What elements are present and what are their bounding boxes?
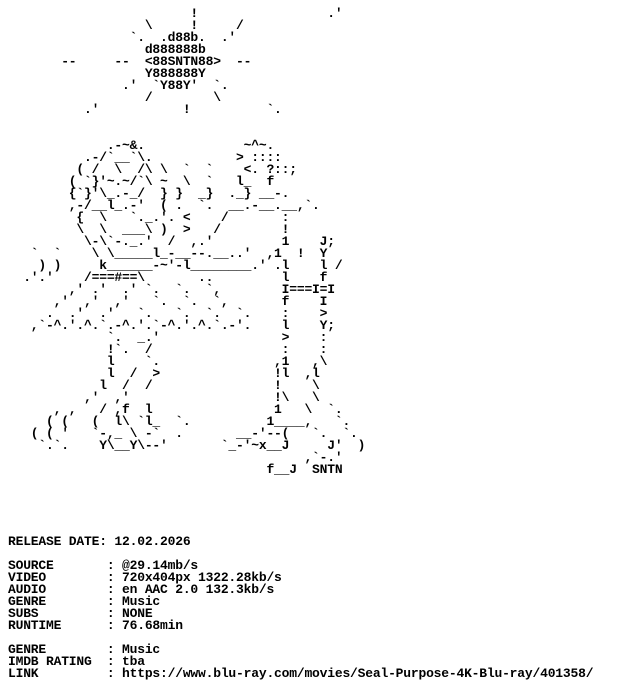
ascii-art-banner: ! .' \ ! / `. .d88b. .' d888888b -- -- <… (23, 6, 366, 477)
release-date: RELEASE DATE: 12.02.2026 (8, 534, 191, 549)
info-row-subs: SUBS : NONE (8, 606, 153, 621)
info-row-runtime: RUNTIME : 76.68min (8, 618, 183, 633)
spacer (8, 476, 593, 536)
info-row-genre-2: GENRE : Music (8, 642, 161, 657)
info-row-audio: AUDIO : en AAC 2.0 132.3kb/s (8, 582, 275, 597)
info-row-imdb-rating: IMDB RATING : tba (8, 654, 145, 669)
nfo-document: ! .' \ ! / `. .d88b. .' d888888b -- -- <… (8, 6, 594, 681)
info-row-genre: GENRE : Music (8, 594, 161, 609)
info-row-source: SOURCE : @29.14mb/s (8, 558, 199, 573)
info-row-link: LINK : https://www.blu-ray.com/movies/Se… (8, 666, 594, 681)
info-row-video: VIDEO : 720x404px 1322.28kb/s (8, 570, 282, 585)
